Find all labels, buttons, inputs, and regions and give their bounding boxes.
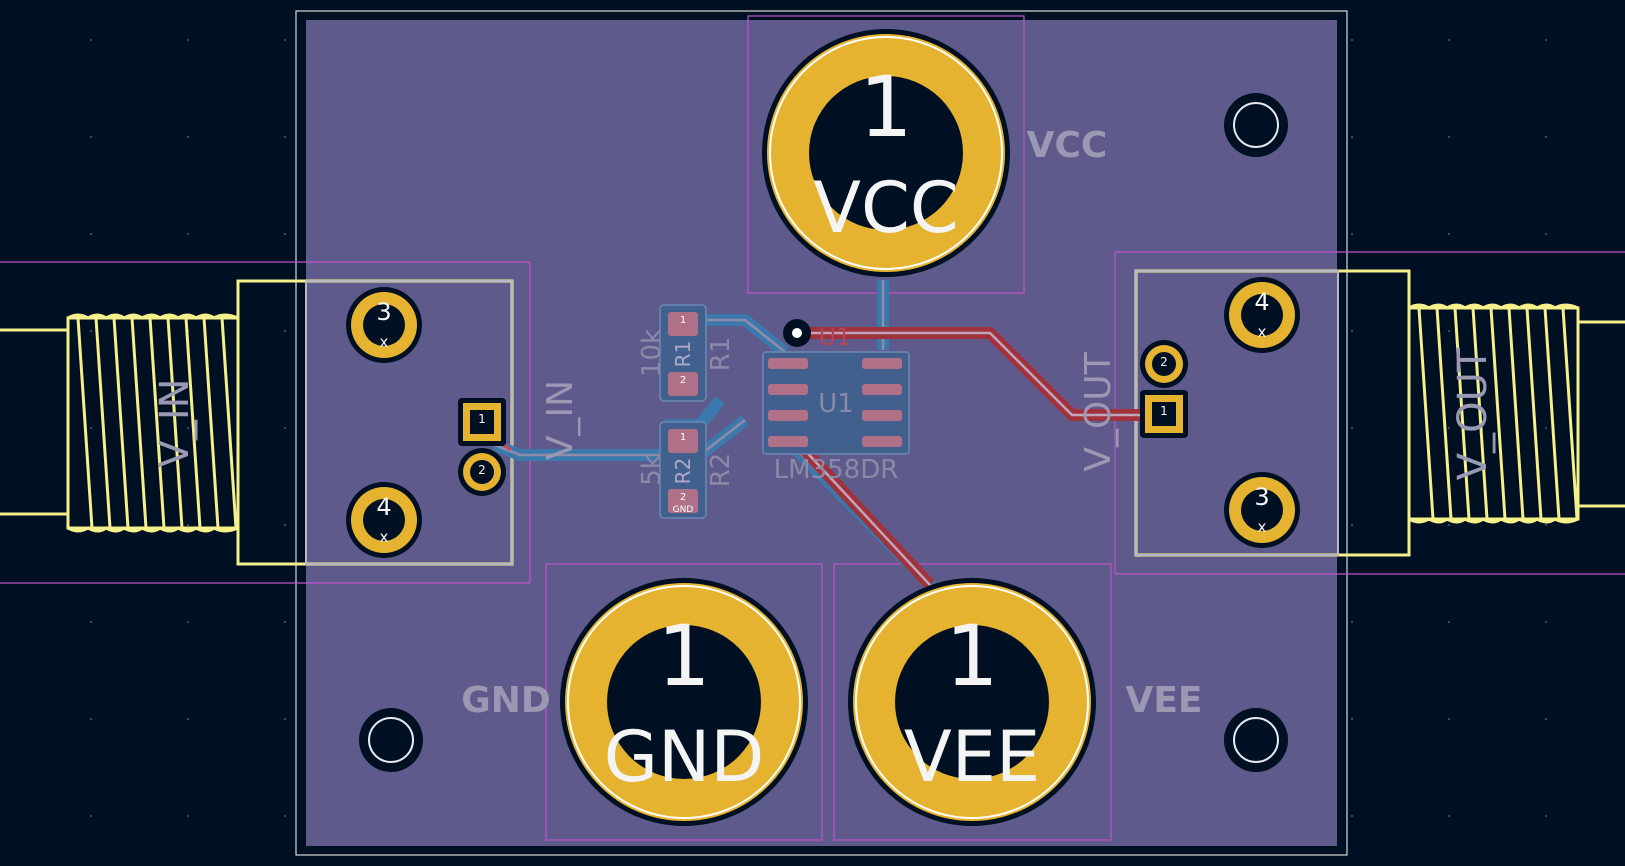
r2-ref: R2 [706, 453, 736, 488]
svg-text:2: 2 [680, 375, 686, 386]
r2-footprint[interactable]: 1 2 GND R2 [659, 421, 707, 519]
vin-pad-2[interactable]: 2 [458, 448, 506, 496]
r2-inner-ref: R2 [671, 458, 695, 485]
svg-text:3: 3 [376, 298, 391, 326]
svg-text:4: 4 [1254, 288, 1269, 316]
vin-pad-4[interactable]: 4 x [346, 482, 422, 558]
vin-pad-1[interactable]: 1 [458, 398, 506, 446]
vin-connector-label: V_IN [152, 378, 198, 467]
vout-pad-4[interactable]: 4 x [1224, 277, 1300, 353]
vcc-terminal[interactable]: 1 VCC [762, 29, 1010, 277]
u1-footprint[interactable]: U1 [762, 351, 910, 455]
u1-inner-ref: U1 [818, 389, 854, 419]
vee-pad-name: VEE [904, 716, 1040, 798]
svg-text:1: 1 [1160, 404, 1168, 418]
vout-connector[interactable]: V_OUT [1134, 269, 1625, 557]
r1-inner-ref: R1 [671, 341, 695, 368]
svg-text:x: x [380, 528, 389, 546]
mounting-holes [359, 93, 1288, 772]
via[interactable] [783, 319, 811, 347]
vin-connector[interactable]: V_IN [0, 279, 514, 566]
vcc-pad-name: VCC [813, 167, 959, 249]
svg-text:4: 4 [376, 493, 391, 521]
r1-value: 10k [637, 329, 667, 377]
vin-ref-label: V_IN [540, 380, 581, 460]
r1-footprint[interactable]: 1 2 R1 [659, 304, 707, 402]
vee-terminal[interactable]: 1 VEE [848, 578, 1096, 826]
r2-net-label: GND [673, 505, 694, 515]
gnd-silk-label: GND [461, 680, 551, 721]
vout-connector-label: V_OUT [1450, 347, 1496, 480]
r2-value: 5k [637, 454, 667, 486]
r1-ref: R1 [706, 337, 736, 372]
vee-silk-label: VEE [1125, 680, 1202, 721]
vout-pad-3[interactable]: 3 x [1224, 472, 1300, 548]
gnd-pad-name: GND [604, 716, 765, 798]
vin-pad-3[interactable]: 3 x [346, 287, 422, 363]
vee-pad-number: 1 [945, 607, 998, 705]
u1-silk-ref: U1 [819, 323, 852, 351]
gnd-terminal[interactable]: 1 GND [560, 578, 808, 826]
svg-text:1: 1 [680, 315, 686, 326]
svg-text:3: 3 [1254, 483, 1269, 511]
vout-pad-2[interactable]: 2 [1140, 340, 1188, 388]
vout-pad-1[interactable]: 1 [1140, 390, 1188, 438]
vcc-silk-label: VCC [1027, 125, 1108, 166]
svg-text:x: x [1258, 323, 1267, 341]
u1-value: LM358DR [774, 455, 899, 485]
svg-text:1: 1 [478, 412, 486, 426]
svg-text:2: 2 [1160, 355, 1168, 369]
gnd-pad-number: 1 [657, 607, 710, 705]
board-edge[interactable] [295, 10, 1348, 856]
svg-text:x: x [1258, 518, 1267, 536]
vout-ref-label: V_OUT [1078, 351, 1119, 471]
svg-text:x: x [380, 333, 389, 351]
svg-text:2: 2 [680, 492, 686, 503]
svg-text:1: 1 [680, 432, 686, 443]
svg-text:2: 2 [478, 463, 486, 477]
vcc-pad-number: 1 [859, 58, 912, 156]
